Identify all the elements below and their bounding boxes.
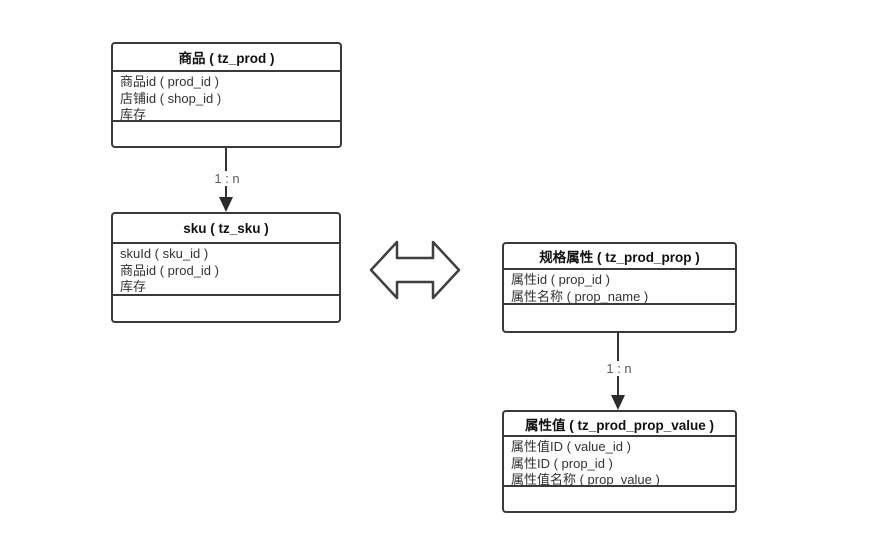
entity-field: 属性值ID ( value_id ): [511, 439, 631, 454]
entity-prod-fields: 商品id ( prod_id ) 店铺id ( shop_id ) 库存: [113, 72, 340, 122]
entity-field: 属性id ( prop_id ): [511, 272, 610, 287]
entity-field: 库存: [120, 279, 147, 294]
entity-field: skuId ( sku_id ): [120, 246, 209, 261]
entity-prod-prop-value: 属性值 ( tz_prod_prop_value ) 属性值ID ( value…: [502, 410, 737, 513]
entity-prod-prop-value-fields: 属性值ID ( value_id ) 属性ID ( prop_id ) 属性值名…: [504, 437, 735, 487]
entity-prod-prop-empty-section: [504, 305, 735, 331]
entity-prod-prop-value-empty-section: [504, 487, 735, 511]
entity-prod-prop: 规格属性 ( tz_prod_prop ) 属性id ( prop_id ) 属…: [502, 242, 737, 333]
entity-field: 属性名称 ( prop_name ): [511, 288, 649, 304]
entity-field: 属性值名称 ( prop_value ): [511, 472, 660, 487]
connector-prop-value-arrowhead-icon: [611, 395, 625, 410]
entity-sku-empty-section: [113, 296, 339, 321]
entity-field: 库存: [120, 107, 147, 122]
entity-prod-prop-value-title: 属性值 ( tz_prod_prop_value ): [504, 412, 735, 437]
entity-prod-prop-fields: 属性id ( prop_id ) 属性名称 ( prop_name ): [504, 270, 735, 305]
connector-prod-sku-arrowhead-icon: [219, 197, 233, 212]
entity-prod-prop-title: 规格属性 ( tz_prod_prop ): [504, 244, 735, 270]
entity-sku: sku ( tz_sku ) skuId ( sku_id ) 商品id ( p…: [111, 212, 341, 323]
entity-field: 商品id ( prod_id ): [120, 74, 219, 89]
double-arrow-icon: [369, 240, 461, 300]
entity-sku-fields: skuId ( sku_id ) 商品id ( prod_id ) 库存: [113, 244, 339, 296]
entity-field: 属性ID ( prop_id ): [511, 455, 613, 471]
cardinality-label-prod-sku: 1 : n: [210, 171, 244, 186]
entity-field: 店铺id ( shop_id ): [120, 90, 222, 106]
entity-prod-empty-section: [113, 122, 340, 146]
cardinality-label-prop-value: 1 : n: [602, 361, 636, 376]
entity-prod: 商品 ( tz_prod ) 商品id ( prod_id ) 店铺id ( s…: [111, 42, 342, 148]
entity-sku-title: sku ( tz_sku ): [113, 214, 339, 244]
entity-prod-title: 商品 ( tz_prod ): [113, 44, 340, 72]
entity-field: 商品id ( prod_id ): [120, 262, 219, 278]
